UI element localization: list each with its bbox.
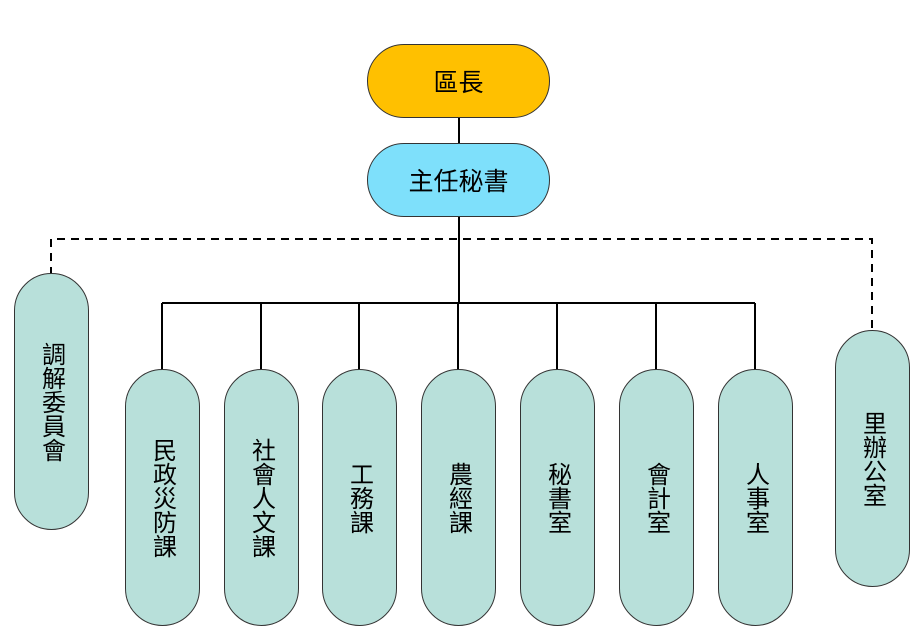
side-unit-village-office: 里辦公室 [835,330,910,587]
chief-node: 區長 [367,44,550,118]
department-node: 人事室 [718,369,793,626]
department-label: 社會人文課 [247,437,276,558]
department-label: 工務課 [345,461,374,534]
department-label: 會計室 [642,461,671,534]
department-node: 民政災防課 [125,369,200,626]
department-node: 工務課 [322,369,397,626]
department-label: 農經課 [444,461,473,534]
department-label: 民政災防課 [148,437,177,558]
secretary-label: 主任秘書 [408,167,509,196]
department-node: 秘書室 [520,369,595,626]
department-label: 秘書室 [543,461,572,534]
department-label: 人事室 [741,461,770,534]
department-node: 社會人文課 [224,369,299,626]
side-unit-mediation: 調解委員會 [14,273,89,530]
side-unit-label: 里辦公室 [858,410,887,507]
chief-label: 區長 [433,68,484,97]
side-unit-label: 調解委員會 [37,341,66,462]
secretary-node: 主任秘書 [367,143,550,217]
department-node: 農經課 [421,369,496,626]
department-node: 會計室 [619,369,694,626]
